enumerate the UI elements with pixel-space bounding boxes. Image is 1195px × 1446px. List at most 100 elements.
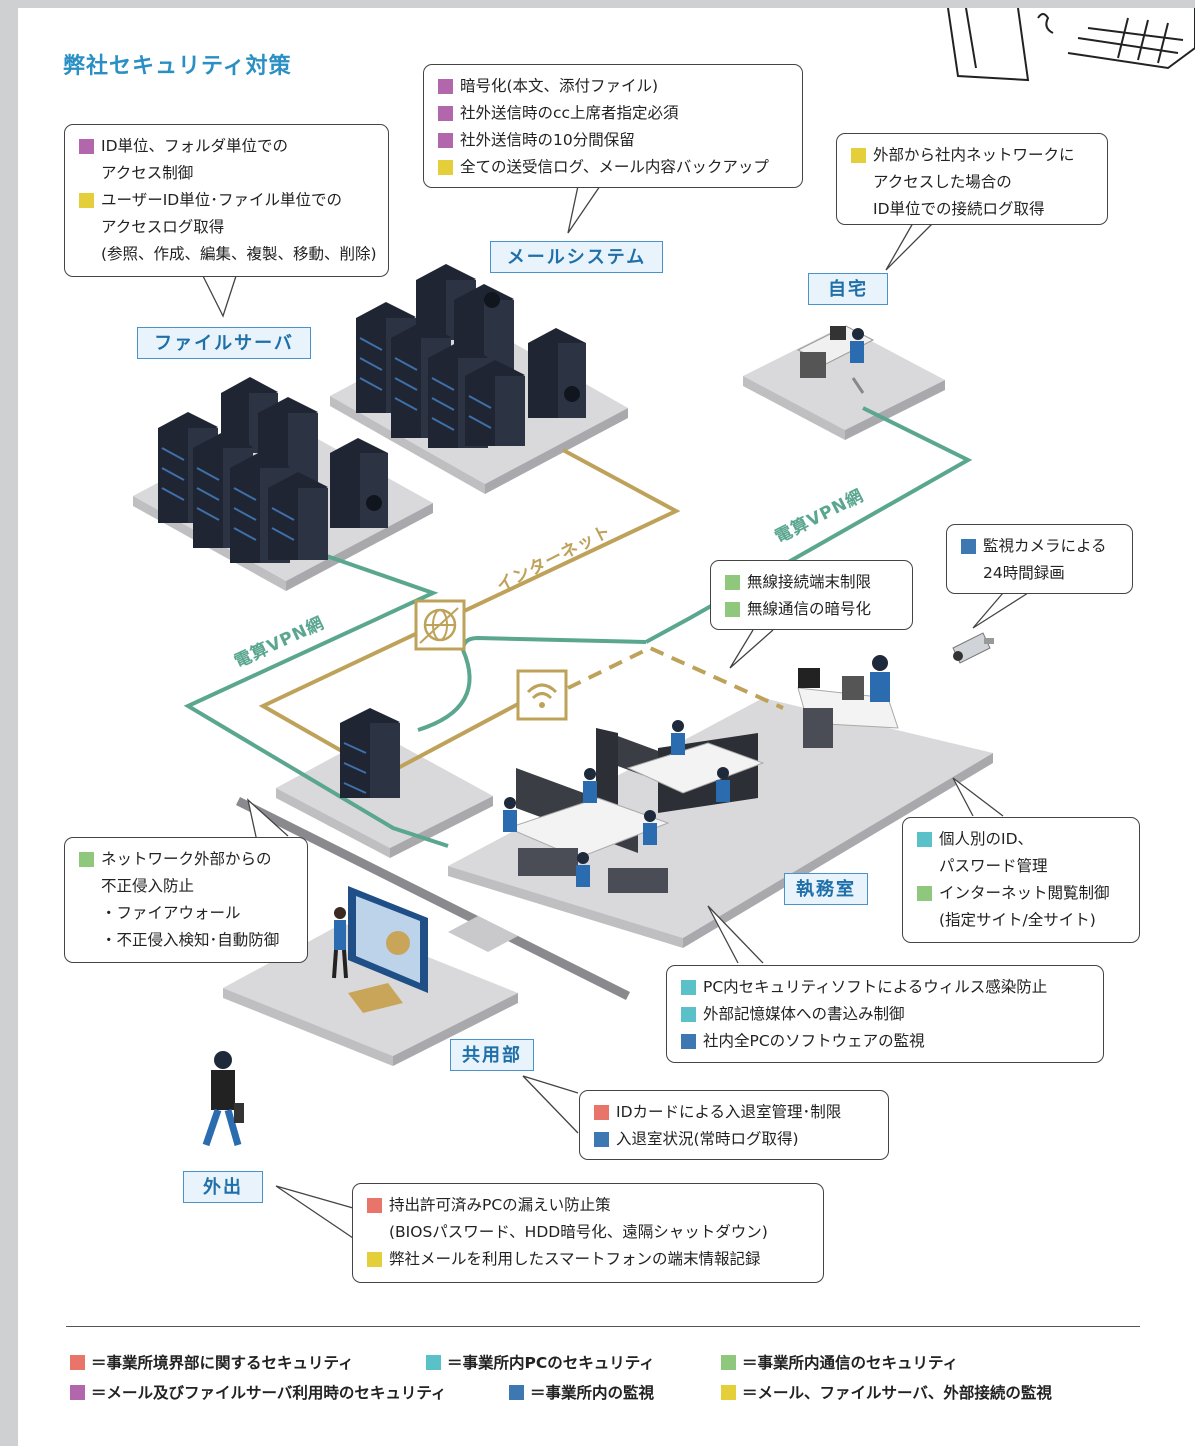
bubble-line: 入退室状況(常時ログ取得) xyxy=(616,1130,799,1148)
category-marker xyxy=(681,980,696,995)
bubble-line: 社外送信時の10分間保留 xyxy=(460,131,635,149)
bubble-line: PC内セキュリティソフトによるウィルス感染防止 xyxy=(703,978,1048,996)
vpn-line-home xyxy=(645,406,973,644)
legend-item-pc: ＝事業所内PCのセキュリティ xyxy=(426,1351,655,1373)
bubble-line: 弊社メールを利用したスマートフォンの端末情報記録 xyxy=(389,1250,761,1268)
label-file-server: ファイルサーバ xyxy=(137,327,311,359)
category-marker xyxy=(725,602,740,617)
category-marker xyxy=(851,148,866,163)
legend-item-boundary: ＝事業所境界部に関するセキュリティ xyxy=(70,1351,354,1373)
category-marker xyxy=(79,852,94,867)
label-office: 執務室 xyxy=(784,873,868,905)
bubble-line: ・ファイアウォール xyxy=(101,904,241,922)
bubble-line: ユーザーID単位･ファイル単位での xyxy=(101,191,342,209)
bubble-line: 外部から社内ネットワークに xyxy=(873,146,1075,164)
label-common: 共用部 xyxy=(450,1039,534,1071)
bubble-line: 暗号化(本文、添付ファイル) xyxy=(460,77,659,95)
legend-text: ＝事業所内通信のセキュリティ xyxy=(742,1354,959,1372)
server-router xyxy=(340,708,400,798)
legend-text: ＝事業所内の監視 xyxy=(530,1384,655,1402)
sketch-illustration xyxy=(947,8,1195,82)
bubble-line: 監視カメラによる xyxy=(983,537,1107,555)
legend-item-mail: ＝メール及びファイルサーバ利用時のセキュリティ xyxy=(70,1381,446,1403)
id-terminal xyxy=(348,886,428,1013)
legend-swatch xyxy=(721,1384,736,1400)
legend-text: ＝メール及びファイルサーバ利用時のセキュリティ xyxy=(91,1384,447,1402)
label-outside: 外出 xyxy=(183,1171,263,1203)
bubble-line: 24時間録画 xyxy=(983,564,1065,582)
legend-item-monitor: ＝事業所内の監視 xyxy=(509,1381,654,1403)
category-marker xyxy=(961,539,976,554)
category-marker xyxy=(367,1252,382,1267)
category-marker xyxy=(438,160,453,175)
bubble-line: 無線通信の暗号化 xyxy=(747,600,872,618)
outside-person xyxy=(202,1051,244,1147)
bubble-camera: 監視カメラによる 24時間録画 xyxy=(946,524,1133,594)
category-marker xyxy=(725,575,740,590)
legend-swatch xyxy=(70,1384,85,1400)
bubble-line: ネットワーク外部からの xyxy=(101,850,272,868)
bubble-line: アクセスした場合の xyxy=(873,173,1012,191)
wifi-icon xyxy=(516,669,568,721)
category-marker xyxy=(917,886,932,901)
legend-swatch xyxy=(509,1384,524,1400)
boundary-line xyxy=(235,796,631,1001)
bubble-office-id: 個人別のID、 パスワード管理 インターネット閲覧制御 (指定サイト/全サイト) xyxy=(902,817,1140,943)
category-marker xyxy=(438,133,453,148)
server-racks-file xyxy=(158,377,388,563)
camera-icon xyxy=(952,632,994,664)
bubble-line: (指定サイト/全サイト) xyxy=(939,911,1096,929)
bubble-line: 無線接続端末制限 xyxy=(747,573,872,591)
home-desk-person xyxy=(796,325,875,394)
bubble-line: 個人別のID、 xyxy=(939,830,1034,848)
bubble-file-server: ID単位、フォルダ単位での アクセス制御 ユーザーID単位･ファイル単位での ア… xyxy=(64,124,389,277)
platform-home xyxy=(743,326,945,440)
server-racks-mail xyxy=(356,264,586,448)
legend-text: ＝事業所内PCのセキュリティ xyxy=(447,1354,655,1372)
category-marker xyxy=(438,79,453,94)
bubble-tails xyxy=(202,185,1029,1239)
vpn-line-file xyxy=(183,551,449,848)
bubble-wireless: 無線接続端末制限 無線通信の暗号化 xyxy=(710,560,913,630)
bubble-line: 社内全PCのソフトウェアの監視 xyxy=(703,1032,925,1050)
bubble-firewall: ネットワーク外部からの 不正侵入防止 ・ファイアウォール ・不正侵入検知･自動防… xyxy=(64,837,308,963)
network-illustration xyxy=(133,8,1195,1239)
bubble-line: パスワード管理 xyxy=(939,857,1048,875)
label-mail-system: メールシステム xyxy=(490,241,663,273)
legend-item-comm: ＝事業所内通信のセキュリティ xyxy=(721,1351,958,1373)
bubble-line: インターネット閲覧制御 xyxy=(939,884,1110,902)
office-people xyxy=(503,655,890,887)
bubble-line: ・不正侵入検知･自動防御 xyxy=(101,931,280,949)
globe-icon xyxy=(414,599,466,651)
category-marker xyxy=(79,193,94,208)
bubble-line: 社外送信時のcc上席者指定必須 xyxy=(460,104,679,122)
legend-text: ＝事業所境界部に関するセキュリティ xyxy=(91,1354,354,1372)
bubble-line: ID単位での接続ログ取得 xyxy=(873,200,1045,218)
legend-swatch xyxy=(426,1354,441,1370)
bubble-outside: 持出許可済みPCの漏えい防止策 (BIOSパスワード、HDD暗号化、遠隔シャット… xyxy=(352,1183,824,1283)
page-title: 弊社セキュリティ対策 xyxy=(63,54,292,79)
bubble-pc-security: PC内セキュリティソフトによるウィルス感染防止 外部記憶媒体への書込み制御 社内… xyxy=(666,965,1104,1063)
bubble-line: (BIOSパスワード、HDD暗号化、遠隔シャットダウン) xyxy=(389,1223,768,1241)
category-marker xyxy=(681,1034,696,1049)
legend-swatch xyxy=(721,1354,736,1370)
bubble-line: アクセスログ取得 xyxy=(101,218,225,236)
bubble-line: (参照、作成、編集、複製、移動、削除) xyxy=(101,245,377,263)
category-marker xyxy=(79,139,94,154)
bubble-home: 外部から社内ネットワークに アクセスした場合の ID単位での接続ログ取得 xyxy=(836,133,1108,225)
infographic-page: 弊社セキュリティ対策 ID単位、フォルダ単位での アクセス制御 ユーザーID単位… xyxy=(18,8,1195,1446)
bubble-line: 不正侵入防止 xyxy=(101,877,195,895)
bubble-line: アクセス制御 xyxy=(101,164,194,182)
bubble-line: 持出許可済みPCの漏えい防止策 xyxy=(389,1196,611,1214)
bubble-line: 外部記憶媒体への書込み制御 xyxy=(703,1005,905,1023)
bubble-common: IDカードによる入退室管理･制限 入退室状況(常時ログ取得) xyxy=(579,1090,889,1160)
category-marker xyxy=(594,1105,609,1120)
category-marker xyxy=(438,106,453,121)
category-marker xyxy=(367,1198,382,1213)
label-home: 自宅 xyxy=(808,273,888,305)
common-person xyxy=(332,907,348,979)
legend-item-external: ＝メール、ファイルサーバ、外部接続の監視 xyxy=(721,1381,1052,1403)
bubble-line: ID単位、フォルダ単位での xyxy=(101,137,289,155)
category-marker xyxy=(681,1007,696,1022)
legend-swatch xyxy=(70,1354,85,1370)
